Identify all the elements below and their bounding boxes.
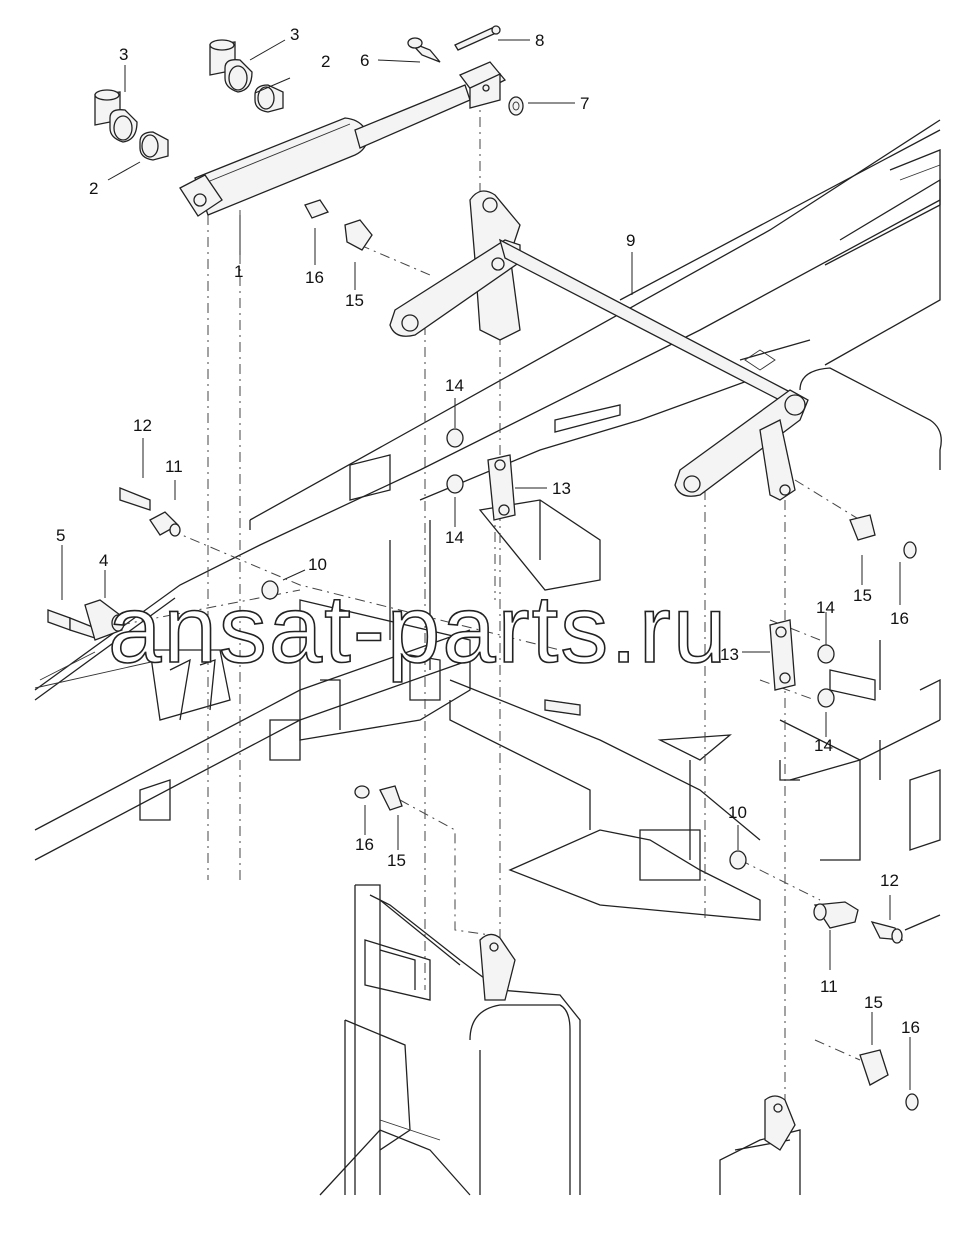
callout-16: 16 <box>355 835 374 854</box>
lower-brackets <box>479 699 796 1151</box>
callout-10: 10 <box>308 555 327 574</box>
callout-16: 16 <box>901 1018 920 1037</box>
callout-11: 11 <box>165 457 183 476</box>
part-fittings <box>94 39 284 161</box>
callout-2: 2 <box>89 179 98 198</box>
callout-7: 7 <box>580 94 589 113</box>
callout-15: 15 <box>853 586 872 605</box>
callout-16: 16 <box>305 268 324 287</box>
callout-3: 3 <box>290 25 299 44</box>
callout-5: 5 <box>56 526 65 545</box>
callout-10: 10 <box>728 803 747 822</box>
watermark-text: ansat-parts.ru <box>108 576 728 683</box>
callout-1: 1 <box>234 262 243 281</box>
leader-lines <box>61 39 911 1090</box>
part-rockshaft <box>389 190 809 501</box>
callout-2: 2 <box>321 52 330 71</box>
part-hydraulic-cylinder <box>179 61 507 217</box>
callout-14: 14 <box>445 376 464 395</box>
callout-12: 12 <box>880 871 899 890</box>
callout-15: 15 <box>387 851 406 870</box>
callout-3: 3 <box>119 45 128 64</box>
part-bolts <box>47 487 904 944</box>
callout-4: 4 <box>99 551 108 570</box>
callout-12: 12 <box>133 416 152 435</box>
part-links-bushings <box>446 428 835 708</box>
part-clips-screws <box>304 199 919 1111</box>
part-pins <box>407 25 524 116</box>
callout-8: 8 <box>535 31 544 50</box>
callout-14: 14 <box>814 736 833 755</box>
callout-13: 13 <box>720 645 739 664</box>
callout-6: 6 <box>360 51 369 70</box>
callout-15: 15 <box>345 291 364 310</box>
callout-labels: 1 2 2 3 3 4 5 6 7 8 9 10 10 11 11 12 12 … <box>56 25 920 1037</box>
callout-14: 14 <box>816 598 835 617</box>
callout-16: 16 <box>890 609 909 628</box>
callout-11: 11 <box>820 977 838 996</box>
callout-14: 14 <box>445 528 464 547</box>
callout-13: 13 <box>552 479 571 498</box>
frame-outline <box>34 119 942 1196</box>
callout-15: 15 <box>864 993 883 1012</box>
callout-9: 9 <box>626 231 635 250</box>
